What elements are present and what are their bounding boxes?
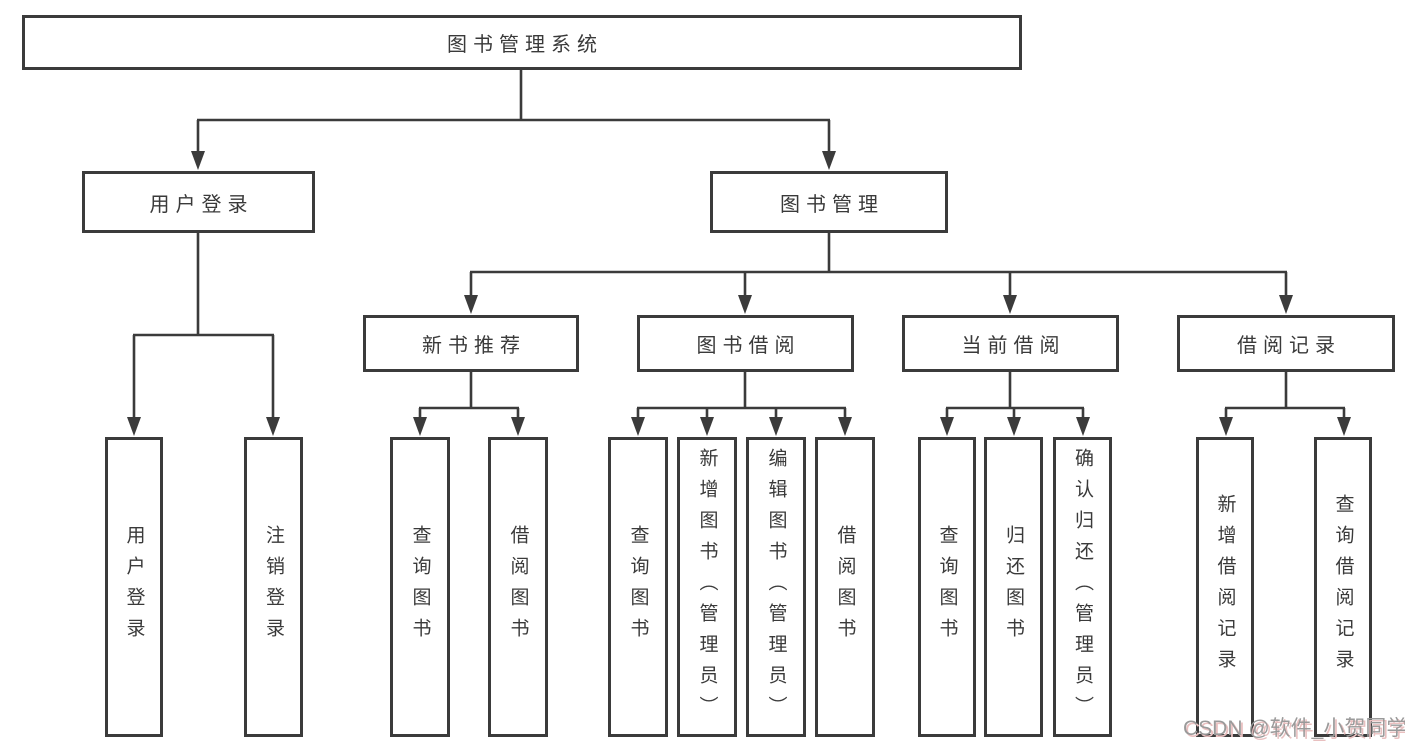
leaf-borrow-book-recommend: 借阅图书	[488, 437, 548, 737]
leaf-query-book-borrow-label: 查询图书	[627, 525, 649, 649]
leaf-edit-book-admin: 编辑图书（管理员）	[746, 437, 806, 737]
node-book-borrow: 图书借阅	[637, 315, 854, 372]
leaf-query-borrow-record-label: 查询借阅记录	[1332, 494, 1354, 680]
node-new-book-recommend-label: 新书推荐	[422, 335, 526, 357]
leaf-confirm-return-admin: 确认归还（管理员）	[1053, 437, 1112, 737]
node-borrow-records: 借阅记录	[1177, 315, 1395, 372]
watermark: CSDN @软件_小贺同学	[1183, 717, 1405, 740]
node-root-label: 图书管理系统	[447, 34, 603, 56]
node-borrow-records-label: 借阅记录	[1237, 335, 1341, 357]
leaf-edit-book-admin-label: 编辑图书（管理员）	[765, 447, 787, 727]
leaf-return-book-label: 归还图书	[1003, 525, 1024, 649]
leaf-query-borrow-record: 查询借阅记录	[1314, 437, 1372, 737]
leaf-confirm-return-admin-label: 确认归还（管理员）	[1072, 447, 1093, 727]
leaf-add-book-admin-label: 新增图书（管理员）	[696, 447, 718, 727]
leaf-logout: 注销登录	[244, 437, 303, 737]
leaf-query-book-current: 查询图书	[918, 437, 976, 737]
node-user-login-label: 用户登录	[149, 193, 254, 216]
leaf-add-borrow-record-label: 新增借阅记录	[1214, 494, 1236, 680]
node-book-management: 图书管理	[710, 171, 948, 233]
leaf-query-book-current-label: 查询图书	[936, 525, 958, 649]
leaf-logout-label: 注销登录	[263, 525, 284, 649]
leaf-query-book-recommend-label: 查询图书	[409, 525, 431, 649]
node-current-borrow: 当前借阅	[902, 315, 1119, 372]
node-book-management-label: 图书管理	[780, 193, 884, 216]
leaf-borrow-book-label: 借阅图书	[834, 525, 856, 649]
node-new-book-recommend: 新书推荐	[363, 315, 579, 372]
leaf-add-book-admin: 新增图书（管理员）	[677, 437, 737, 737]
leaf-return-book: 归还图书	[984, 437, 1043, 737]
node-root: 图书管理系统	[22, 15, 1022, 70]
leaf-query-book-borrow: 查询图书	[608, 437, 668, 737]
node-book-borrow-label: 图书借阅	[696, 335, 801, 357]
leaf-user-login-label: 用户登录	[123, 525, 145, 649]
leaf-user-login: 用户登录	[105, 437, 163, 737]
leaf-borrow-book: 借阅图书	[815, 437, 875, 737]
node-current-borrow-label: 当前借阅	[961, 335, 1066, 357]
leaf-query-book-recommend: 查询图书	[390, 437, 450, 737]
leaf-add-borrow-record: 新增借阅记录	[1196, 437, 1254, 737]
leaf-borrow-book-recommend-label: 借阅图书	[507, 525, 529, 649]
node-user-login: 用户登录	[82, 171, 315, 233]
